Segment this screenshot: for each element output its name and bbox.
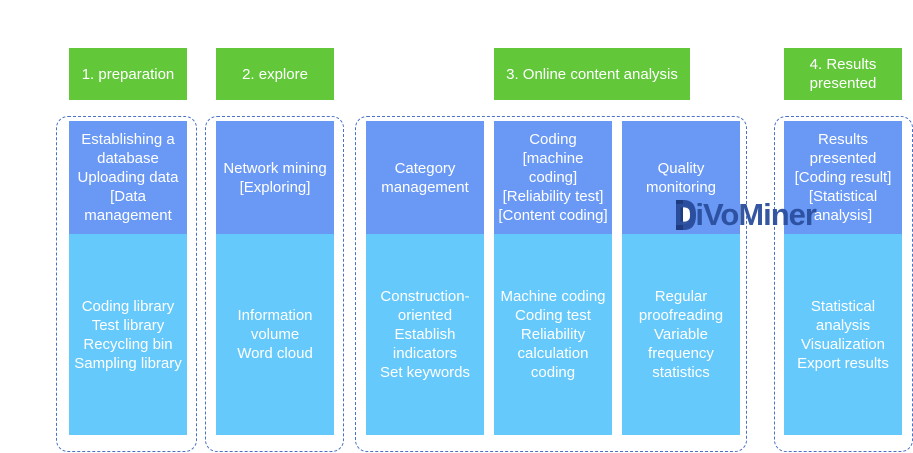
- stage-label: 1. preparation: [81, 65, 175, 83]
- column-bottom: Information volume Word cloud: [216, 234, 334, 435]
- column-quality-monitoring: Quality monitoring Regular proofreading …: [622, 121, 740, 435]
- stage-results-presented: 4. Results presented: [784, 48, 902, 100]
- column-bottom-text: Information volume Word cloud: [237, 307, 313, 362]
- column-top: Establishing a database Uploading data […: [69, 121, 187, 234]
- column-category-management: Category management Construction- orient…: [366, 121, 484, 435]
- column-top-text: Results presented [Coding result] [Stati…: [794, 131, 892, 224]
- logo-text: DiVoMiner: [674, 197, 817, 232]
- stage-label: 2. explore: [242, 65, 308, 83]
- column-bottom-text: Regular proofreading Variable frequency …: [638, 288, 724, 381]
- stage-preparation: 1. preparation: [69, 48, 187, 100]
- column-results: Results presented [Coding result] [Stati…: [784, 121, 902, 435]
- stage-explore: 2. explore: [216, 48, 334, 100]
- column-top: Network mining [Exploring]: [216, 121, 334, 234]
- column-top: Quality monitoring: [622, 121, 740, 234]
- stage-online-content-analysis: 3. Online content analysis: [494, 48, 690, 100]
- logo-d-mark-icon: [676, 200, 696, 230]
- column-top-text: Quality monitoring: [645, 159, 717, 196]
- column-bottom-text: Construction- oriented Establish indicat…: [379, 288, 471, 381]
- column-top-text: Category management: [381, 159, 469, 196]
- group-online-content-analysis: [355, 116, 747, 452]
- column-top-text: Coding [machine coding] [Reliability tes…: [498, 131, 608, 224]
- column-bottom: Regular proofreading Variable frequency …: [622, 234, 740, 435]
- column-bottom-text: Statistical analysis Visualization Expor…: [797, 297, 889, 372]
- stage-label: 4. Results presented: [809, 56, 877, 92]
- stage-label: 3. Online content analysis: [506, 65, 678, 83]
- divominer-logo: DiVoMiner: [674, 196, 817, 234]
- column-bottom-text: Machine coding Coding test Reliability c…: [500, 288, 606, 381]
- column-top-text: Network mining [Exploring]: [223, 159, 327, 196]
- column-bottom-text: Coding library Test library Recycling bi…: [74, 297, 182, 372]
- column-coding: Coding [machine coding] [Reliability tes…: [494, 121, 612, 435]
- column-top: Category management: [366, 121, 484, 234]
- group-preparation: [56, 116, 197, 452]
- column-bottom: Coding library Test library Recycling bi…: [69, 234, 187, 435]
- column-top: Results presented [Coding result] [Stati…: [784, 121, 902, 234]
- column-preparation: Establishing a database Uploading data […: [69, 121, 187, 435]
- column-bottom: Statistical analysis Visualization Expor…: [784, 234, 902, 435]
- column-bottom: Machine coding Coding test Reliability c…: [494, 234, 612, 435]
- column-explore: Network mining [Exploring] Information v…: [216, 121, 334, 435]
- group-explore: [205, 116, 344, 452]
- column-bottom: Construction- oriented Establish indicat…: [366, 234, 484, 435]
- column-top-text: Establishing a database Uploading data […: [77, 131, 179, 224]
- column-top: Coding [machine coding] [Reliability tes…: [494, 121, 612, 234]
